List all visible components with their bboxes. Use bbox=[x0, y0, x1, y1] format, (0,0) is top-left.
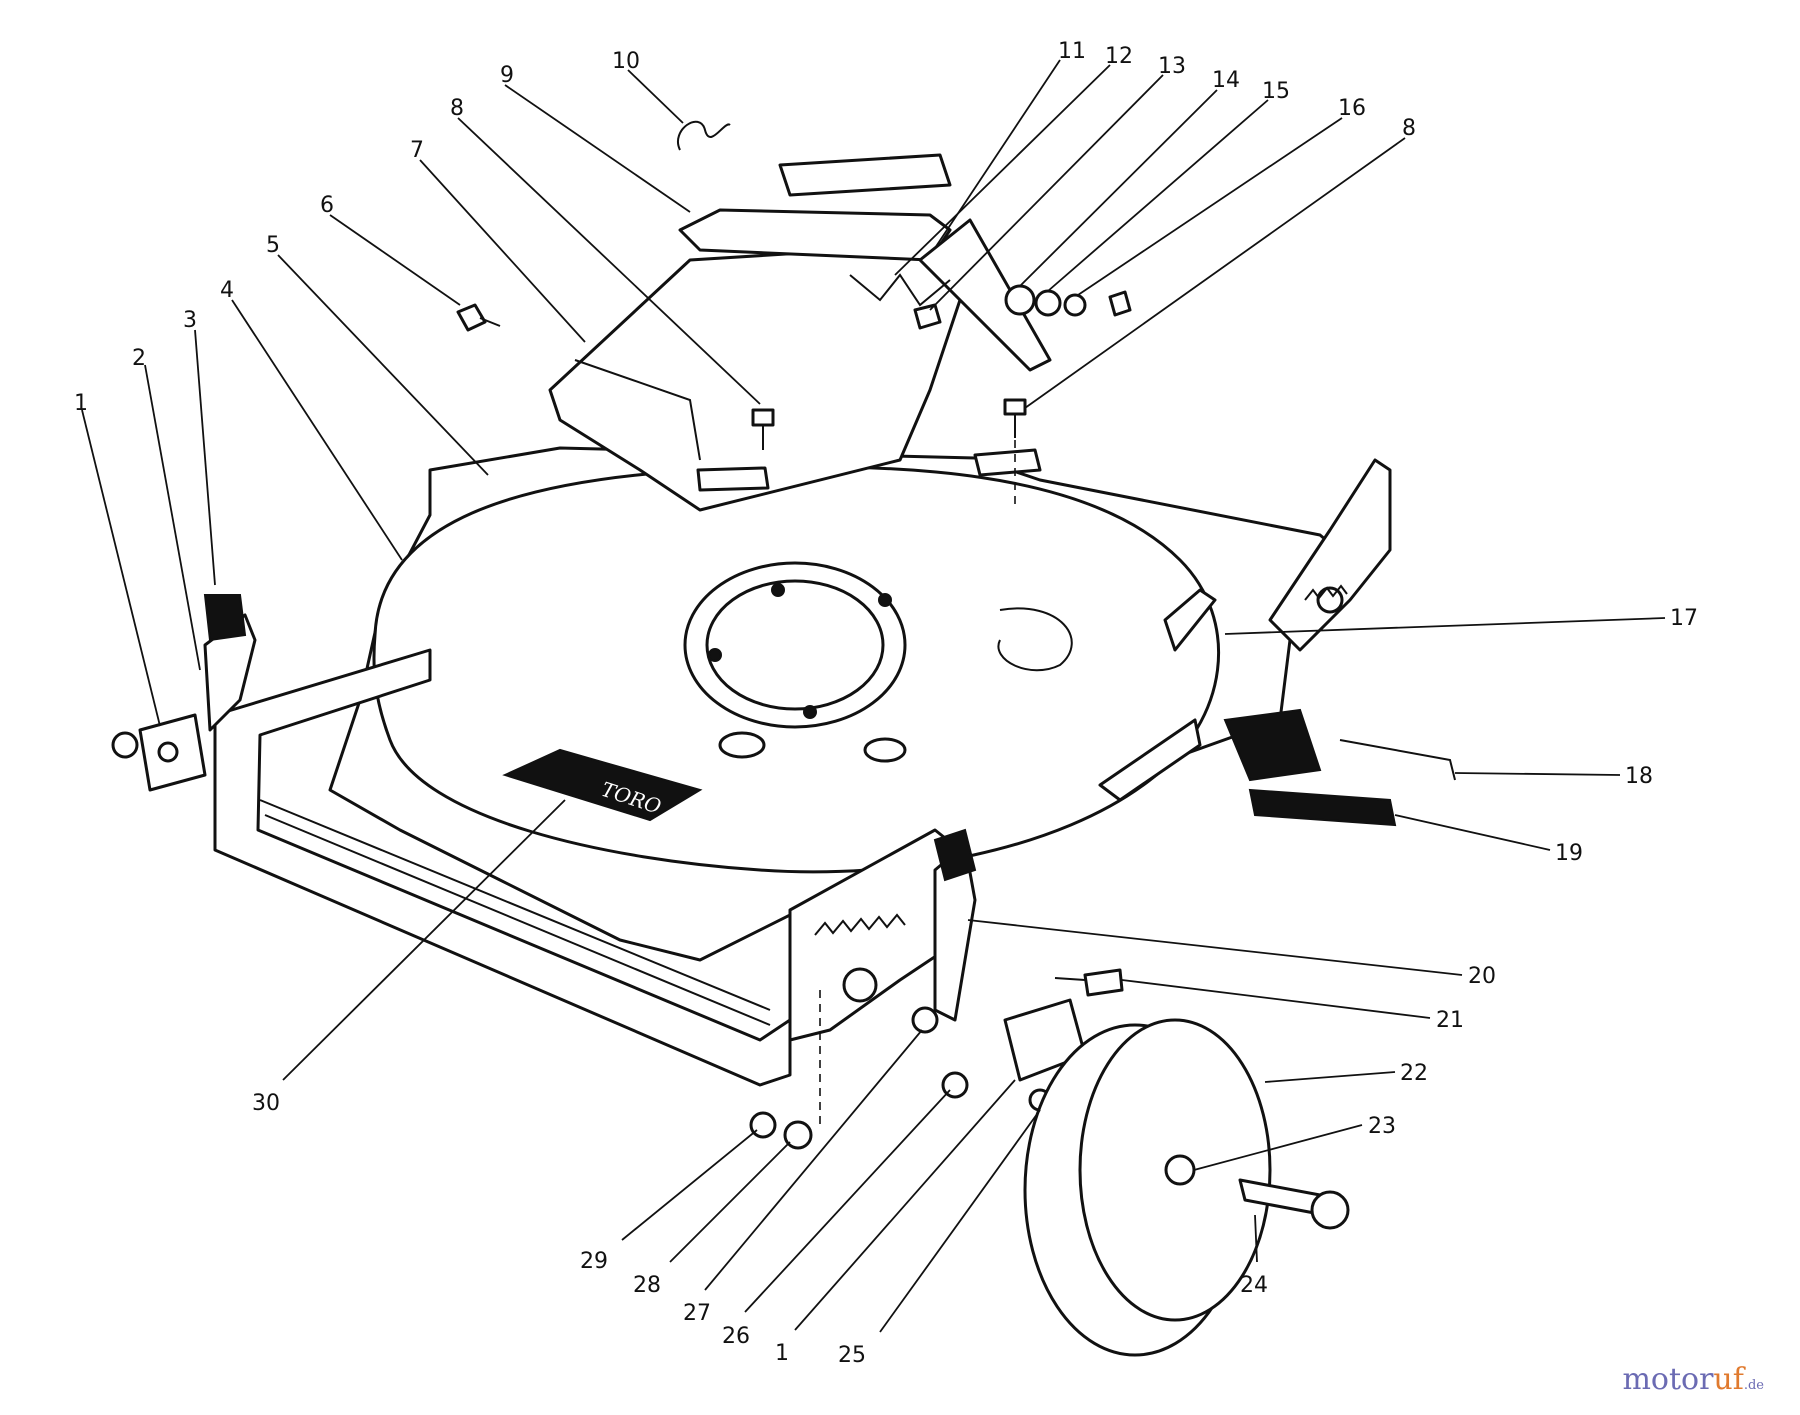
front-skirt bbox=[213, 648, 792, 1087]
toro-decal bbox=[502, 748, 703, 822]
spring-10 bbox=[677, 120, 731, 151]
callout-26: 26 bbox=[722, 1324, 750, 1349]
rear-pivot-hole bbox=[1316, 586, 1344, 614]
engine-opening bbox=[705, 579, 885, 711]
callout-25: 25 bbox=[838, 1343, 866, 1368]
washer-1-left bbox=[111, 731, 139, 759]
bolt-8-hinge bbox=[1108, 290, 1132, 317]
callout-20: 20 bbox=[1468, 964, 1496, 989]
callout-24: 24 bbox=[1240, 1273, 1268, 1298]
right-vent-slot bbox=[1098, 718, 1202, 802]
callout-18: 18 bbox=[1625, 764, 1653, 789]
callout-9: 9 bbox=[500, 63, 514, 88]
nut-29 bbox=[749, 1111, 777, 1139]
axle-bolt-head bbox=[1310, 1190, 1350, 1230]
callout-17: 17 bbox=[1670, 606, 1698, 631]
callout-11: 11 bbox=[1058, 39, 1086, 64]
callout-3: 3 bbox=[183, 308, 197, 333]
callout-22: 22 bbox=[1400, 1061, 1428, 1086]
hinge-bracket bbox=[918, 218, 1052, 372]
washer-28 bbox=[783, 1120, 813, 1150]
lever-17 bbox=[1163, 588, 1217, 652]
washer-14 bbox=[1004, 284, 1036, 316]
spacer-15 bbox=[1034, 289, 1062, 317]
discharge-chute bbox=[548, 153, 1052, 512]
watermark-logo: motoruf.de bbox=[1622, 1362, 1764, 1397]
front-height-plate bbox=[788, 828, 962, 1042]
watermark-main: motor bbox=[1622, 1362, 1714, 1397]
callout-numbers: 1 2 3 4 5 6 7 8 9 10 11 12 13 14 15 16 8… bbox=[74, 39, 1698, 1368]
callout-6: 6 bbox=[320, 193, 334, 218]
front-skirt-rib-2 bbox=[264, 814, 771, 1026]
mount-bolt-1 bbox=[708, 648, 722, 662]
lever-knob-3 bbox=[203, 594, 247, 642]
mount-bolt-4 bbox=[803, 705, 817, 719]
bolt-6 bbox=[456, 303, 487, 332]
callout-1-right: 1 bbox=[775, 1341, 789, 1366]
lever-knob-20 bbox=[933, 828, 977, 882]
chute-hinge-block bbox=[778, 153, 952, 197]
callout-7: 7 bbox=[410, 138, 424, 163]
rear-plate-notches bbox=[1304, 584, 1348, 601]
washer-27 bbox=[911, 1006, 939, 1034]
callout-30: 30 bbox=[252, 1091, 280, 1116]
callout-21: 21 bbox=[1436, 1008, 1464, 1033]
callout-15: 15 bbox=[1262, 79, 1290, 104]
hardware bbox=[111, 120, 1456, 1150]
deck-housing: TORO bbox=[213, 446, 1392, 1087]
mount-bolt-3 bbox=[771, 583, 785, 597]
rear-flap-19-lower bbox=[1248, 788, 1397, 827]
watermark-accent: uf bbox=[1713, 1362, 1744, 1397]
chute-tab bbox=[696, 466, 770, 492]
bolt-8-left bbox=[751, 408, 775, 427]
plug-right bbox=[863, 737, 907, 763]
callout-19: 19 bbox=[1555, 841, 1583, 866]
rear-flap-19 bbox=[1223, 708, 1322, 782]
chute-handle bbox=[678, 208, 952, 262]
front-plate-notches bbox=[814, 913, 906, 936]
watermark-tld: .de bbox=[1743, 1378, 1764, 1393]
callout-2: 2 bbox=[132, 346, 146, 371]
leader-lines bbox=[81, 59, 1666, 1333]
callout-27: 27 bbox=[683, 1301, 711, 1326]
bolt-8-right bbox=[1003, 398, 1027, 416]
callout-16: 16 bbox=[1338, 96, 1366, 121]
front-pivot-hole bbox=[842, 967, 878, 1003]
callout-1-left: 1 bbox=[74, 391, 88, 416]
nut-left bbox=[157, 741, 179, 763]
callout-13: 13 bbox=[1158, 54, 1186, 79]
rear-height-plate bbox=[1268, 458, 1392, 652]
rod-18 bbox=[1339, 739, 1456, 781]
deck-contour bbox=[997, 607, 1073, 672]
callout-8-right: 8 bbox=[1402, 116, 1416, 141]
callout-14: 14 bbox=[1212, 68, 1240, 93]
chute-tab-right bbox=[973, 448, 1042, 477]
chute-inner bbox=[574, 359, 701, 461]
front-wheel bbox=[1023, 1018, 1350, 1357]
callout-10: 10 bbox=[612, 49, 640, 74]
nut-16 bbox=[1063, 293, 1087, 317]
bolt-13 bbox=[913, 303, 942, 330]
plug-left bbox=[718, 731, 766, 759]
spring-12 bbox=[849, 273, 951, 307]
callout-4: 4 bbox=[220, 278, 234, 303]
mount-bolt-2 bbox=[878, 593, 892, 607]
wheel-bearing-23 bbox=[1164, 1154, 1196, 1186]
callout-12: 12 bbox=[1105, 44, 1133, 69]
callout-28: 28 bbox=[633, 1273, 661, 1298]
bolt-21 bbox=[1083, 968, 1124, 997]
callout-23: 23 bbox=[1368, 1114, 1396, 1139]
front-skirt-rib-1 bbox=[259, 799, 771, 1011]
callout-5: 5 bbox=[266, 233, 280, 258]
callout-8-left: 8 bbox=[450, 96, 464, 121]
callout-29: 29 bbox=[580, 1249, 608, 1274]
